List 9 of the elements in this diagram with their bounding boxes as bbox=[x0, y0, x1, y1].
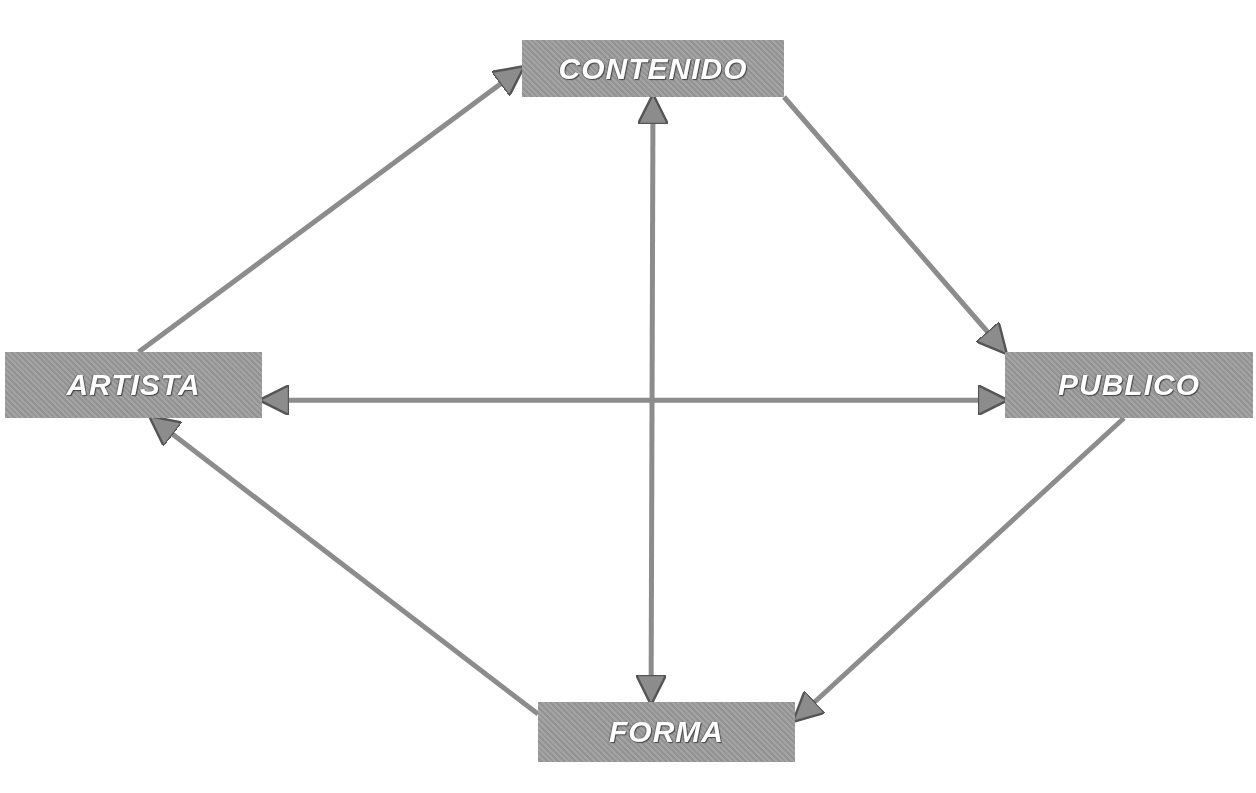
concept-label: CONTENIDO bbox=[558, 51, 748, 86]
concept-box bbox=[5, 352, 262, 418]
concept-label: PUBLICO bbox=[1058, 368, 1200, 402]
concept-label: FORMA bbox=[609, 715, 724, 749]
concept-box bbox=[538, 702, 795, 762]
concept-box bbox=[1005, 352, 1253, 418]
concept-box bbox=[522, 40, 784, 97]
concept-label: ARTISTA bbox=[66, 368, 201, 402]
arrow bbox=[782, 95, 1009, 356]
